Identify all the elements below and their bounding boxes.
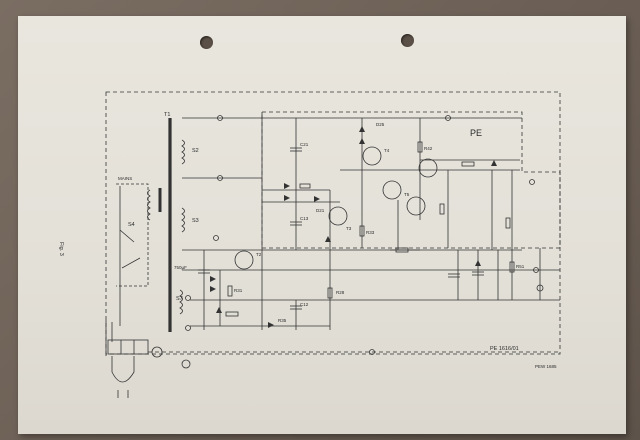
mains-plug: [111, 356, 135, 383]
transistor-t2: [234, 250, 254, 270]
diode: [216, 307, 222, 313]
resistor: [461, 161, 475, 167]
winding-s2: [181, 139, 185, 165]
resistor: [327, 287, 333, 299]
figure-label: Fig. 3: [58, 242, 64, 256]
capacitor: [448, 273, 460, 278]
part-label: R51: [516, 264, 525, 269]
transistor-t3: [328, 206, 348, 226]
schematic-sheet: [18, 16, 626, 434]
part-label: C21: [300, 142, 309, 147]
resistor: [509, 261, 515, 273]
part-label: D25: [376, 122, 385, 127]
part-label: R35: [278, 318, 287, 323]
transistor-t6: [406, 196, 426, 216]
diode: [359, 138, 365, 144]
part-label: T2: [256, 252, 262, 257]
part-label: T4: [384, 148, 390, 153]
winding-s3: [181, 207, 185, 233]
resistor: [417, 141, 423, 153]
part-label: C13: [300, 216, 309, 221]
diode: [210, 276, 216, 282]
winding-primary: [147, 189, 151, 221]
diode: [268, 322, 274, 328]
diode: [210, 286, 216, 292]
diode: [314, 196, 320, 202]
diode: [359, 126, 365, 132]
transformer-label: T1: [164, 112, 170, 118]
winding-s7-label: S7: [176, 296, 183, 302]
part-label: R31: [234, 288, 243, 293]
pe-subframe: [261, 111, 561, 249]
mains-label: MAINS: [118, 176, 132, 181]
resistor: [505, 217, 511, 229]
part-label: R28: [336, 290, 345, 295]
part-label: C12: [300, 302, 309, 307]
mains-selector-frame: [116, 183, 149, 287]
capacitor: [290, 221, 302, 226]
transistor-t7: [418, 158, 438, 178]
resistor: [439, 203, 445, 215]
part-label: T5: [404, 192, 410, 197]
part-label: T3: [346, 226, 352, 231]
resistor: [395, 247, 409, 253]
diode: [284, 195, 290, 201]
part-label: R42: [424, 146, 433, 151]
punch-hole-left: [200, 36, 213, 49]
capacitor: [198, 269, 210, 274]
transistor-t4: [362, 146, 382, 166]
ground-terminal: [181, 359, 191, 369]
resistor: [299, 183, 311, 189]
capacitor: [290, 147, 302, 152]
diode: [491, 160, 497, 166]
diode: [475, 260, 481, 266]
drawing-number: PE 1616/01: [490, 346, 519, 352]
resistor: [227, 285, 233, 297]
winding-s2-label: S2: [192, 148, 199, 154]
resistor: [225, 311, 239, 317]
punch-hole-right: [401, 34, 414, 47]
capacitor: [472, 271, 484, 276]
capacitor: [290, 305, 302, 310]
part-label: R33: [366, 230, 375, 235]
transistor-t5: [382, 180, 402, 200]
winding-s7: [179, 289, 183, 315]
page-code: PEW 1685: [535, 364, 557, 369]
part-label: D21: [316, 208, 325, 213]
winding-s3-label: S3: [192, 218, 199, 224]
block-label: PE: [470, 128, 482, 138]
winding-s4-label: S4: [128, 222, 135, 228]
diode: [284, 183, 290, 189]
input-capacitor-label: 750µF: [174, 265, 187, 270]
diode: [325, 236, 331, 242]
resistor: [359, 225, 365, 237]
